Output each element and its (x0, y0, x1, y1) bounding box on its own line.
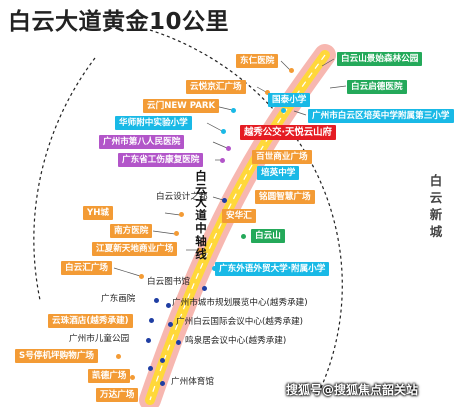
place-dot (202, 286, 207, 291)
place-dot (221, 129, 226, 134)
district-label: 白云新城 (429, 173, 443, 239)
place-dot (130, 375, 135, 380)
place-label-peiying-middle: 培英中学 (257, 166, 300, 180)
place-label-no8-hospital: 广州市第八人民医院 (99, 135, 185, 149)
place-label-baiyun-qide: 白云启德医院 (347, 80, 407, 94)
place-dot (220, 158, 225, 163)
place-label-jiangnan-plaza: 江夏新天地商业广场 (92, 242, 178, 256)
ring-road-west (33, 57, 96, 301)
place-label-yh-city: YH城 (83, 206, 114, 220)
place-dot (174, 231, 179, 236)
place-label-huashi-experimental: 华师附中实验小学 (115, 116, 192, 130)
place-dot (212, 266, 217, 271)
page-title: 白云大道黄金10公里 (8, 9, 230, 35)
place-label-mingyuan-plaza: 铭圆智慧广场 (255, 190, 315, 204)
road-axis-label: 白云大道中轴线 (195, 169, 207, 261)
place-label-kaide-plaza: 凯德广场 (88, 369, 131, 383)
place-dot (226, 146, 231, 151)
place-dot (281, 108, 286, 113)
place-label-international-conference: 广州白云国际会议中心(越秀承建) (176, 317, 304, 327)
watermark: 搜狐号@搜狐焦点韶关站 (286, 383, 419, 397)
place-dot (139, 274, 144, 279)
place-label-peiying-third-school: 广州市白云区培英中学附属第三小学 (308, 109, 454, 123)
place-label-guotai-primary: 国泰小学 (268, 93, 311, 107)
place-dot (160, 358, 165, 363)
place-dot (148, 366, 153, 371)
place-label-gdufs-affiliated: 广东外语外贸大学·附属小学 (215, 262, 330, 276)
place-label-dongren-hospital: 东仁医院 (236, 54, 279, 68)
place-label-yunzhu-hotel: 云珠酒店(越秀承建) (48, 314, 133, 328)
place-label-baiyunshan-forest-park: 白云山景始森林公园 (337, 52, 423, 66)
place-dot (222, 198, 227, 203)
place-label-mingquan-conference: 鸣泉居会议中心(越秀承建) (185, 336, 287, 346)
place-label-baiyun-design: 白云设计之都 (156, 192, 208, 202)
place-label-guangzhou-gym: 广州体育馆 (171, 377, 214, 387)
place-label-gongshang-hospital: 广东省工伤康复医院 (118, 153, 204, 167)
place-label-baiyun-hui-plaza: 白云汇广场 (61, 261, 112, 275)
place-dot (265, 90, 270, 95)
place-dot (149, 318, 154, 323)
baiyun-avenue-centerline (149, 54, 326, 401)
place-label-yunmen-new-park: 云门NEW PARK (143, 99, 220, 113)
place-label-childrens-park: 广州市儿童公园 (69, 334, 130, 344)
place-dot (179, 212, 184, 217)
place-label-wanda-plaza: 万达广场 (96, 388, 139, 402)
place-dot (154, 298, 159, 303)
place-dot (241, 234, 246, 239)
place-label-anhua-hui: 安华汇 (222, 209, 256, 223)
place-dot (231, 108, 236, 113)
place-label-baiyun-mountain: 白云山 (251, 229, 285, 243)
place-dot (116, 354, 121, 359)
place-dot (176, 340, 181, 345)
place-dot (197, 248, 202, 253)
place-dot (160, 381, 165, 386)
place-dot (166, 303, 171, 308)
place-dot (168, 322, 173, 327)
place-label-baiyun-library: 白云图书馆 (147, 277, 190, 287)
place-label-planning-center: 广州市城市规划展览中心(越秀承建) (172, 298, 308, 308)
place-label-yunyue-jinghui-plaza: 云悦京汇广场 (186, 80, 246, 94)
place-label-nanfang-hospital: 南方医院 (110, 224, 153, 238)
ring-road (149, 29, 343, 391)
place-label-yuexiu-tianyue: 越秀公交·天悦云山府 (240, 125, 336, 140)
place-dot (146, 338, 151, 343)
place-label-s5-mall: S号停机坪购物广场 (15, 349, 98, 363)
place-label-baishi-plaza: 百世商业广场 (252, 150, 312, 164)
place-dot (289, 68, 294, 73)
place-label-guangdong-painting: 广东画院 (101, 294, 136, 304)
